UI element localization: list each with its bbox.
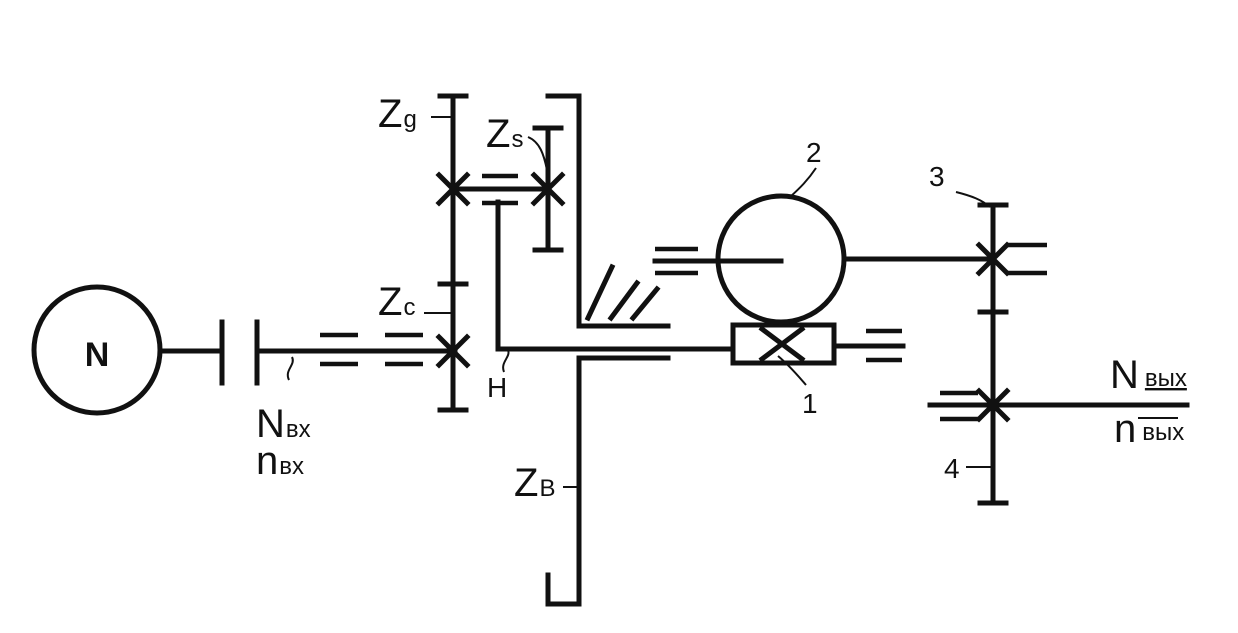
carrier-h <box>495 199 736 352</box>
label-part-3: 3 <box>929 161 945 192</box>
worm-wheel <box>652 193 996 325</box>
input-coupling <box>157 319 260 386</box>
label-part-1: 1 <box>802 388 818 419</box>
output-gear-pair <box>927 202 1190 506</box>
fixed-housing <box>545 93 671 329</box>
label-zs: Zs <box>486 112 523 156</box>
label-zg: Zg <box>378 92 417 136</box>
worm-gear-box <box>730 322 906 366</box>
label-zb: ZB <box>514 461 555 505</box>
planet-shaft <box>450 173 551 206</box>
gear-zg-zc-stack <box>435 93 471 413</box>
label-part-2: 2 <box>806 137 822 168</box>
gear-zb <box>545 355 671 607</box>
input-shaft <box>254 332 458 367</box>
motor-label: N <box>85 336 110 374</box>
label-n-input: Nвх <box>256 402 311 446</box>
gear-zs <box>530 125 566 253</box>
motor: N <box>31 284 163 416</box>
leader-lines <box>286 116 992 488</box>
label-h: H <box>487 372 507 403</box>
label-n-speed-input: nвх <box>256 439 304 483</box>
label-part-4: 4 <box>944 453 960 484</box>
label-zc: Zc <box>378 280 415 324</box>
